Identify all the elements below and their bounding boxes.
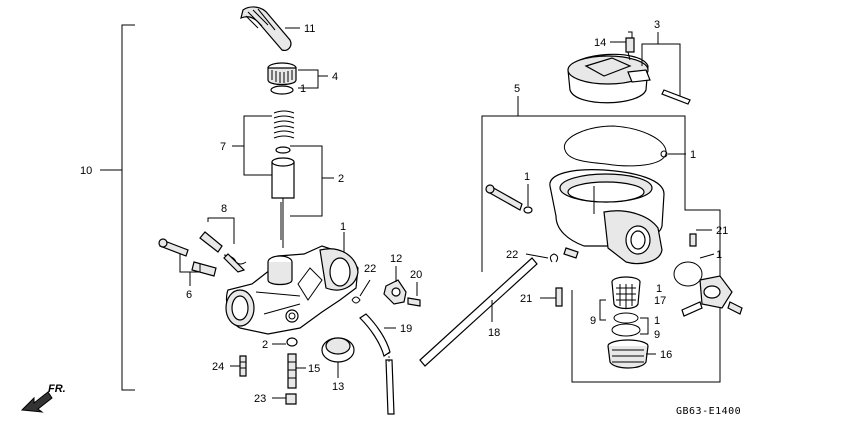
bracket-5	[481, 96, 721, 383]
part-3-float	[567, 32, 691, 105]
part-11-vent-tube	[240, 6, 300, 51]
callout-9-upper: 9	[590, 315, 596, 327]
part-20-screw	[407, 282, 421, 307]
callout-21-left: 21	[520, 293, 532, 305]
part-17-filter	[599, 276, 641, 321]
callout-8: 8	[221, 203, 227, 215]
callout-1-lower: 1	[654, 315, 660, 327]
diagram-code: GB63-E1400	[676, 406, 741, 417]
part-1-gasket	[563, 125, 686, 167]
callout-2-jet: 2	[262, 339, 268, 351]
fuel-cock	[681, 275, 743, 317]
callout-15: 15	[308, 363, 320, 375]
front-arrow-label: FR.	[48, 383, 66, 395]
part-18-drain-hose	[419, 257, 538, 367]
callout-12: 12	[390, 253, 402, 265]
bracket-2	[290, 145, 334, 217]
part-8-screws	[199, 217, 247, 273]
part-23-screw	[272, 393, 297, 405]
callout-1-gasket: 1	[690, 149, 696, 161]
part-21-screw-right	[689, 229, 712, 247]
part-4-top-cap	[267, 62, 328, 95]
callout-1-body: 1	[340, 221, 346, 233]
callout-22-left: 22	[364, 263, 376, 275]
part-1-screw-left	[485, 184, 523, 211]
callout-1-filter: 1	[656, 283, 662, 295]
callout-20: 20	[410, 269, 422, 281]
callout-3: 3	[654, 19, 660, 31]
part-2-jet	[272, 337, 298, 347]
float-chamber-body	[549, 169, 665, 265]
part-21-screw-left	[540, 287, 563, 307]
callout-16: 16	[660, 349, 672, 361]
part-1-oring-right	[673, 253, 715, 287]
carburetor-body	[225, 232, 359, 335]
callout-5: 5	[514, 83, 520, 95]
part-22-clip-right	[525, 253, 559, 263]
bracket-7	[232, 115, 272, 176]
part-9-orings	[611, 312, 649, 337]
callout-22-right: 22	[506, 249, 518, 261]
part-1-washer	[523, 184, 533, 214]
callout-24: 24	[212, 361, 224, 373]
callout-23: 23	[254, 393, 266, 405]
part-16-bowl	[607, 339, 656, 369]
part-12-bracket	[383, 266, 407, 305]
callout-1-cap: 1	[300, 83, 306, 95]
part-13-cap	[321, 337, 355, 378]
callout-10: 10	[80, 165, 92, 177]
callout-11: 11	[304, 23, 315, 35]
part-6-screws	[158, 238, 217, 286]
callout-2-valve: 2	[338, 173, 344, 185]
callout-4: 4	[332, 71, 338, 83]
part-22-clip-left	[351, 279, 371, 304]
callout-7: 7	[220, 141, 226, 153]
part-14-float-valve	[610, 31, 635, 61]
part-19-hose	[359, 313, 396, 415]
callout-19: 19	[400, 323, 412, 335]
part-7-spring	[273, 110, 295, 154]
callout-9-lower: 9	[654, 329, 660, 341]
part-15-needle-jet	[287, 353, 306, 389]
callout-14: 14	[594, 37, 606, 49]
callout-18: 18	[488, 327, 500, 339]
callout-17: 17	[654, 295, 666, 307]
front-direction-arrow	[20, 391, 53, 413]
callout-1-oring: 1	[716, 249, 722, 261]
callout-1-washer: 1	[524, 171, 530, 183]
callout-6: 6	[186, 289, 192, 301]
callout-21-right: 21	[716, 225, 728, 237]
part-24-jet	[230, 355, 247, 377]
part-2-throttle-valve	[271, 157, 295, 248]
bracket-10	[100, 24, 135, 391]
callout-13: 13	[332, 381, 344, 393]
